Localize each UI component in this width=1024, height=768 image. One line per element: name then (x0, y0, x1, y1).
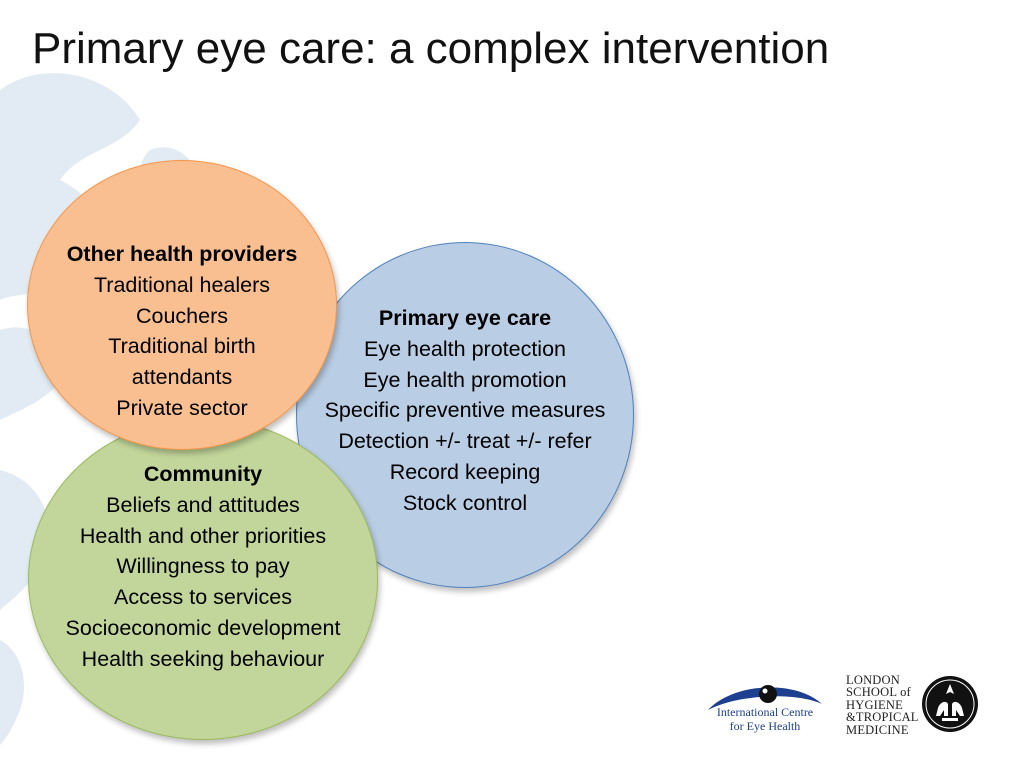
providers-item: Private sector (116, 395, 248, 420)
primary-eye-care-circle: Primary eye care Eye health protection E… (296, 242, 634, 588)
lshtm-logo-line: HYGIENE (846, 697, 903, 712)
primary-item: Record keeping (389, 459, 541, 484)
primary-item: Detection +/- treat +/- refer (338, 429, 592, 454)
community-item: Health and other priorities (79, 523, 327, 548)
community-item: Socioeconomic development (65, 615, 341, 640)
other-health-providers-heading: Other health providers (66, 242, 298, 266)
community-circle: Community Beliefs and attitudes Health a… (28, 418, 378, 740)
providers-item: Couchers (135, 303, 228, 328)
community-item: Beliefs and attitudes (106, 492, 300, 517)
primary-item: Eye health protection (364, 336, 566, 361)
providers-item: Traditional birth (108, 334, 256, 359)
lshtm-logo: LONDON SCHOOL of HYGIENE &TROPICAL MEDIC… (846, 673, 919, 737)
other-health-providers-circle: Other health providers Traditional heale… (27, 160, 337, 450)
iceh-logo-line: International Centre (716, 705, 814, 719)
lshtm-logo-line: LONDON (846, 673, 900, 687)
community-heading: Community (143, 462, 263, 486)
slide-title: Primary eye care: a complex intervention (32, 24, 830, 73)
providers-item: Traditional healers (93, 272, 271, 297)
iceh-logo-eye-icon (708, 685, 822, 710)
community-item: Health seeking behaviour (81, 646, 325, 671)
iceh-logo: International Centre for Eye Health (704, 705, 826, 733)
primary-item: Specific preventive measures (324, 398, 606, 423)
lshtm-logo-line: SCHOOL of (846, 685, 911, 700)
community-item: Willingness to pay (116, 554, 290, 579)
lshtm-logo-line: &TROPICAL (846, 710, 919, 725)
community-item: Access to services (113, 585, 293, 610)
providers-item: attendants (131, 365, 233, 390)
lshtm-crest-icon (922, 676, 978, 732)
lshtm-logo-line: MEDICINE (846, 722, 909, 737)
primary-item: Eye health promotion (363, 367, 567, 392)
iceh-logo-line: for Eye Health (729, 719, 801, 733)
primary-eye-care-heading: Primary eye care (378, 306, 552, 330)
primary-item: Stock control (402, 490, 528, 515)
